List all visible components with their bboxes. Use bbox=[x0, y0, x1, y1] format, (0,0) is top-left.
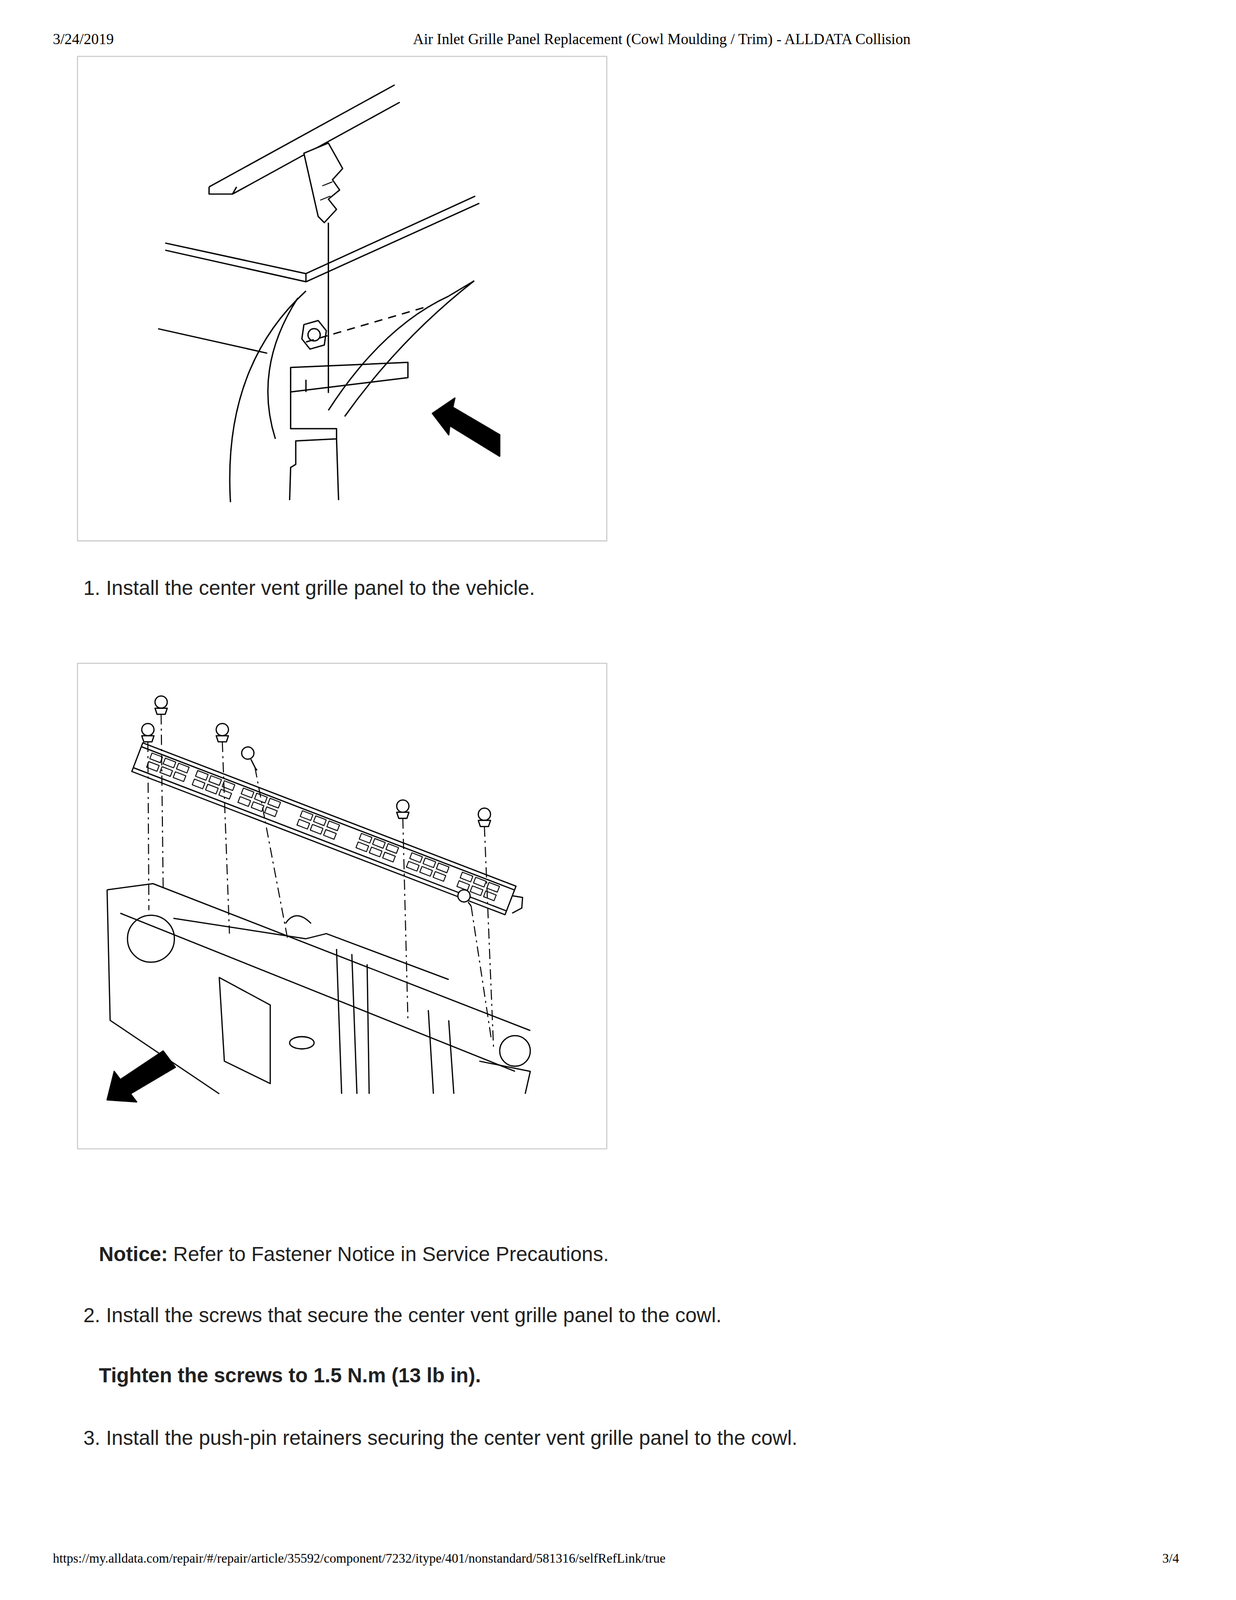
figure-grille-panel-part-part-part bbox=[468, 901, 472, 906]
figure-grille-panel-part-part bbox=[147, 713, 494, 1049]
figure-grille-panel-part-part-part bbox=[216, 723, 229, 736]
figure-grille-panel-part-part bbox=[77, 663, 607, 1149]
figure-grille-panel-part-part bbox=[131, 742, 529, 920]
figure-grille-panel-part-part-part bbox=[251, 759, 258, 771]
header-title: Air Inlet Grille Panel Replacement (Cowl… bbox=[412, 30, 911, 48]
figure-grille-panel-part-part-part bbox=[155, 695, 168, 708]
figure-grille-panel-part-part-part bbox=[133, 746, 515, 911]
figure-clip-detail-part-part bbox=[290, 362, 409, 392]
figure-grille-panel-part-part-part bbox=[478, 820, 491, 827]
header-date: 3/24/2019 bbox=[52, 30, 114, 48]
figure-clip-detail-part-part bbox=[307, 328, 320, 341]
figure-grille-panel-part-part bbox=[479, 1061, 531, 1094]
figure-grille-panel-part-part bbox=[173, 918, 449, 980]
figure-clip-detail-part-part bbox=[268, 298, 299, 439]
figure-clip-detail-part-part bbox=[320, 181, 333, 201]
figure-clip-detail-part-part bbox=[336, 438, 339, 500]
figure-grille-panel-part-part-part bbox=[192, 770, 236, 799]
figure-clip-detail-part bbox=[77, 56, 607, 541]
step-text: 1. Install the center vent grille panel … bbox=[83, 575, 536, 601]
figure-grille-panel-part-part-part bbox=[216, 735, 229, 742]
figure-clip-detail-part-part bbox=[301, 320, 327, 349]
figure-clip-detail-part-part bbox=[77, 56, 607, 541]
notice-label: Notice: bbox=[98, 1241, 168, 1267]
figure-grille-panel-part-part-part bbox=[396, 811, 409, 819]
footer-url: https://my.alldata.com/repair/#/repair/a… bbox=[52, 1550, 666, 1566]
figure-clip-detail-part-part bbox=[229, 290, 306, 503]
figure-clip-detail-part-part bbox=[305, 306, 428, 343]
figure-grille-panel-part-part-part bbox=[396, 799, 409, 812]
figure-clip-detail-part-part bbox=[289, 379, 337, 500]
figure-grille-panel-part-part-part bbox=[478, 808, 491, 821]
figure-grille-panel-part-part bbox=[499, 1035, 531, 1066]
step-text: 3. Install the push-pin retainers securi… bbox=[83, 1425, 798, 1450]
figure-grille-panel-part-part-part bbox=[141, 723, 154, 736]
figure-clip-detail-part-part bbox=[432, 397, 500, 457]
figure-grille-panel-part-part-part bbox=[141, 735, 154, 742]
figure-grille-panel-part-part-part bbox=[241, 746, 254, 760]
figure-grille-panel-part-part bbox=[141, 695, 491, 906]
figure-grille-panel-part-part-part bbox=[146, 752, 190, 782]
figure-clip-detail-part-part bbox=[303, 142, 343, 223]
figure-clip-detail-part-part bbox=[327, 222, 330, 393]
figure-grille-panel-part-part bbox=[285, 915, 312, 924]
figure-grille-panel-part bbox=[77, 663, 607, 1149]
figure-grille-panel-part-part bbox=[219, 977, 270, 1084]
figure-clip-detail-part-part bbox=[165, 195, 480, 282]
figure-grille-panel-part-part-part bbox=[131, 742, 517, 915]
figure-grille-panel-part-part-part bbox=[155, 708, 168, 715]
figure-clip-detail-part-part bbox=[208, 84, 400, 194]
figure-grille-panel-part-part-part bbox=[355, 833, 399, 862]
figure-clip-detail-part-part bbox=[158, 328, 268, 353]
figure-grille-panel-part-part-part bbox=[297, 810, 340, 840]
figure-grille-panel-part-part bbox=[107, 1050, 176, 1102]
figure-grille-panel-part-part bbox=[127, 915, 175, 963]
step-text: 2. Install the screws that secure the ce… bbox=[83, 1302, 722, 1328]
page-number: 3/4 bbox=[1162, 1550, 1180, 1566]
figure-grille-panel-part-part bbox=[336, 948, 454, 1094]
torque-spec: Tighten the screws to 1.5 N.m (13 lb in)… bbox=[98, 1362, 481, 1388]
figure-grille-panel-part-part bbox=[289, 1036, 315, 1049]
figure-grille-panel-part-part-part bbox=[406, 852, 450, 882]
figure-clip-detail-part-part bbox=[328, 280, 475, 417]
figure-grille-panel-part-part-part bbox=[506, 893, 526, 916]
notice-text: Refer to Fastener Notice in Service Prec… bbox=[173, 1241, 609, 1267]
figure-grille-panel-part-part bbox=[107, 883, 531, 1072]
figure-grille-panel-part-part-part bbox=[458, 889, 471, 902]
